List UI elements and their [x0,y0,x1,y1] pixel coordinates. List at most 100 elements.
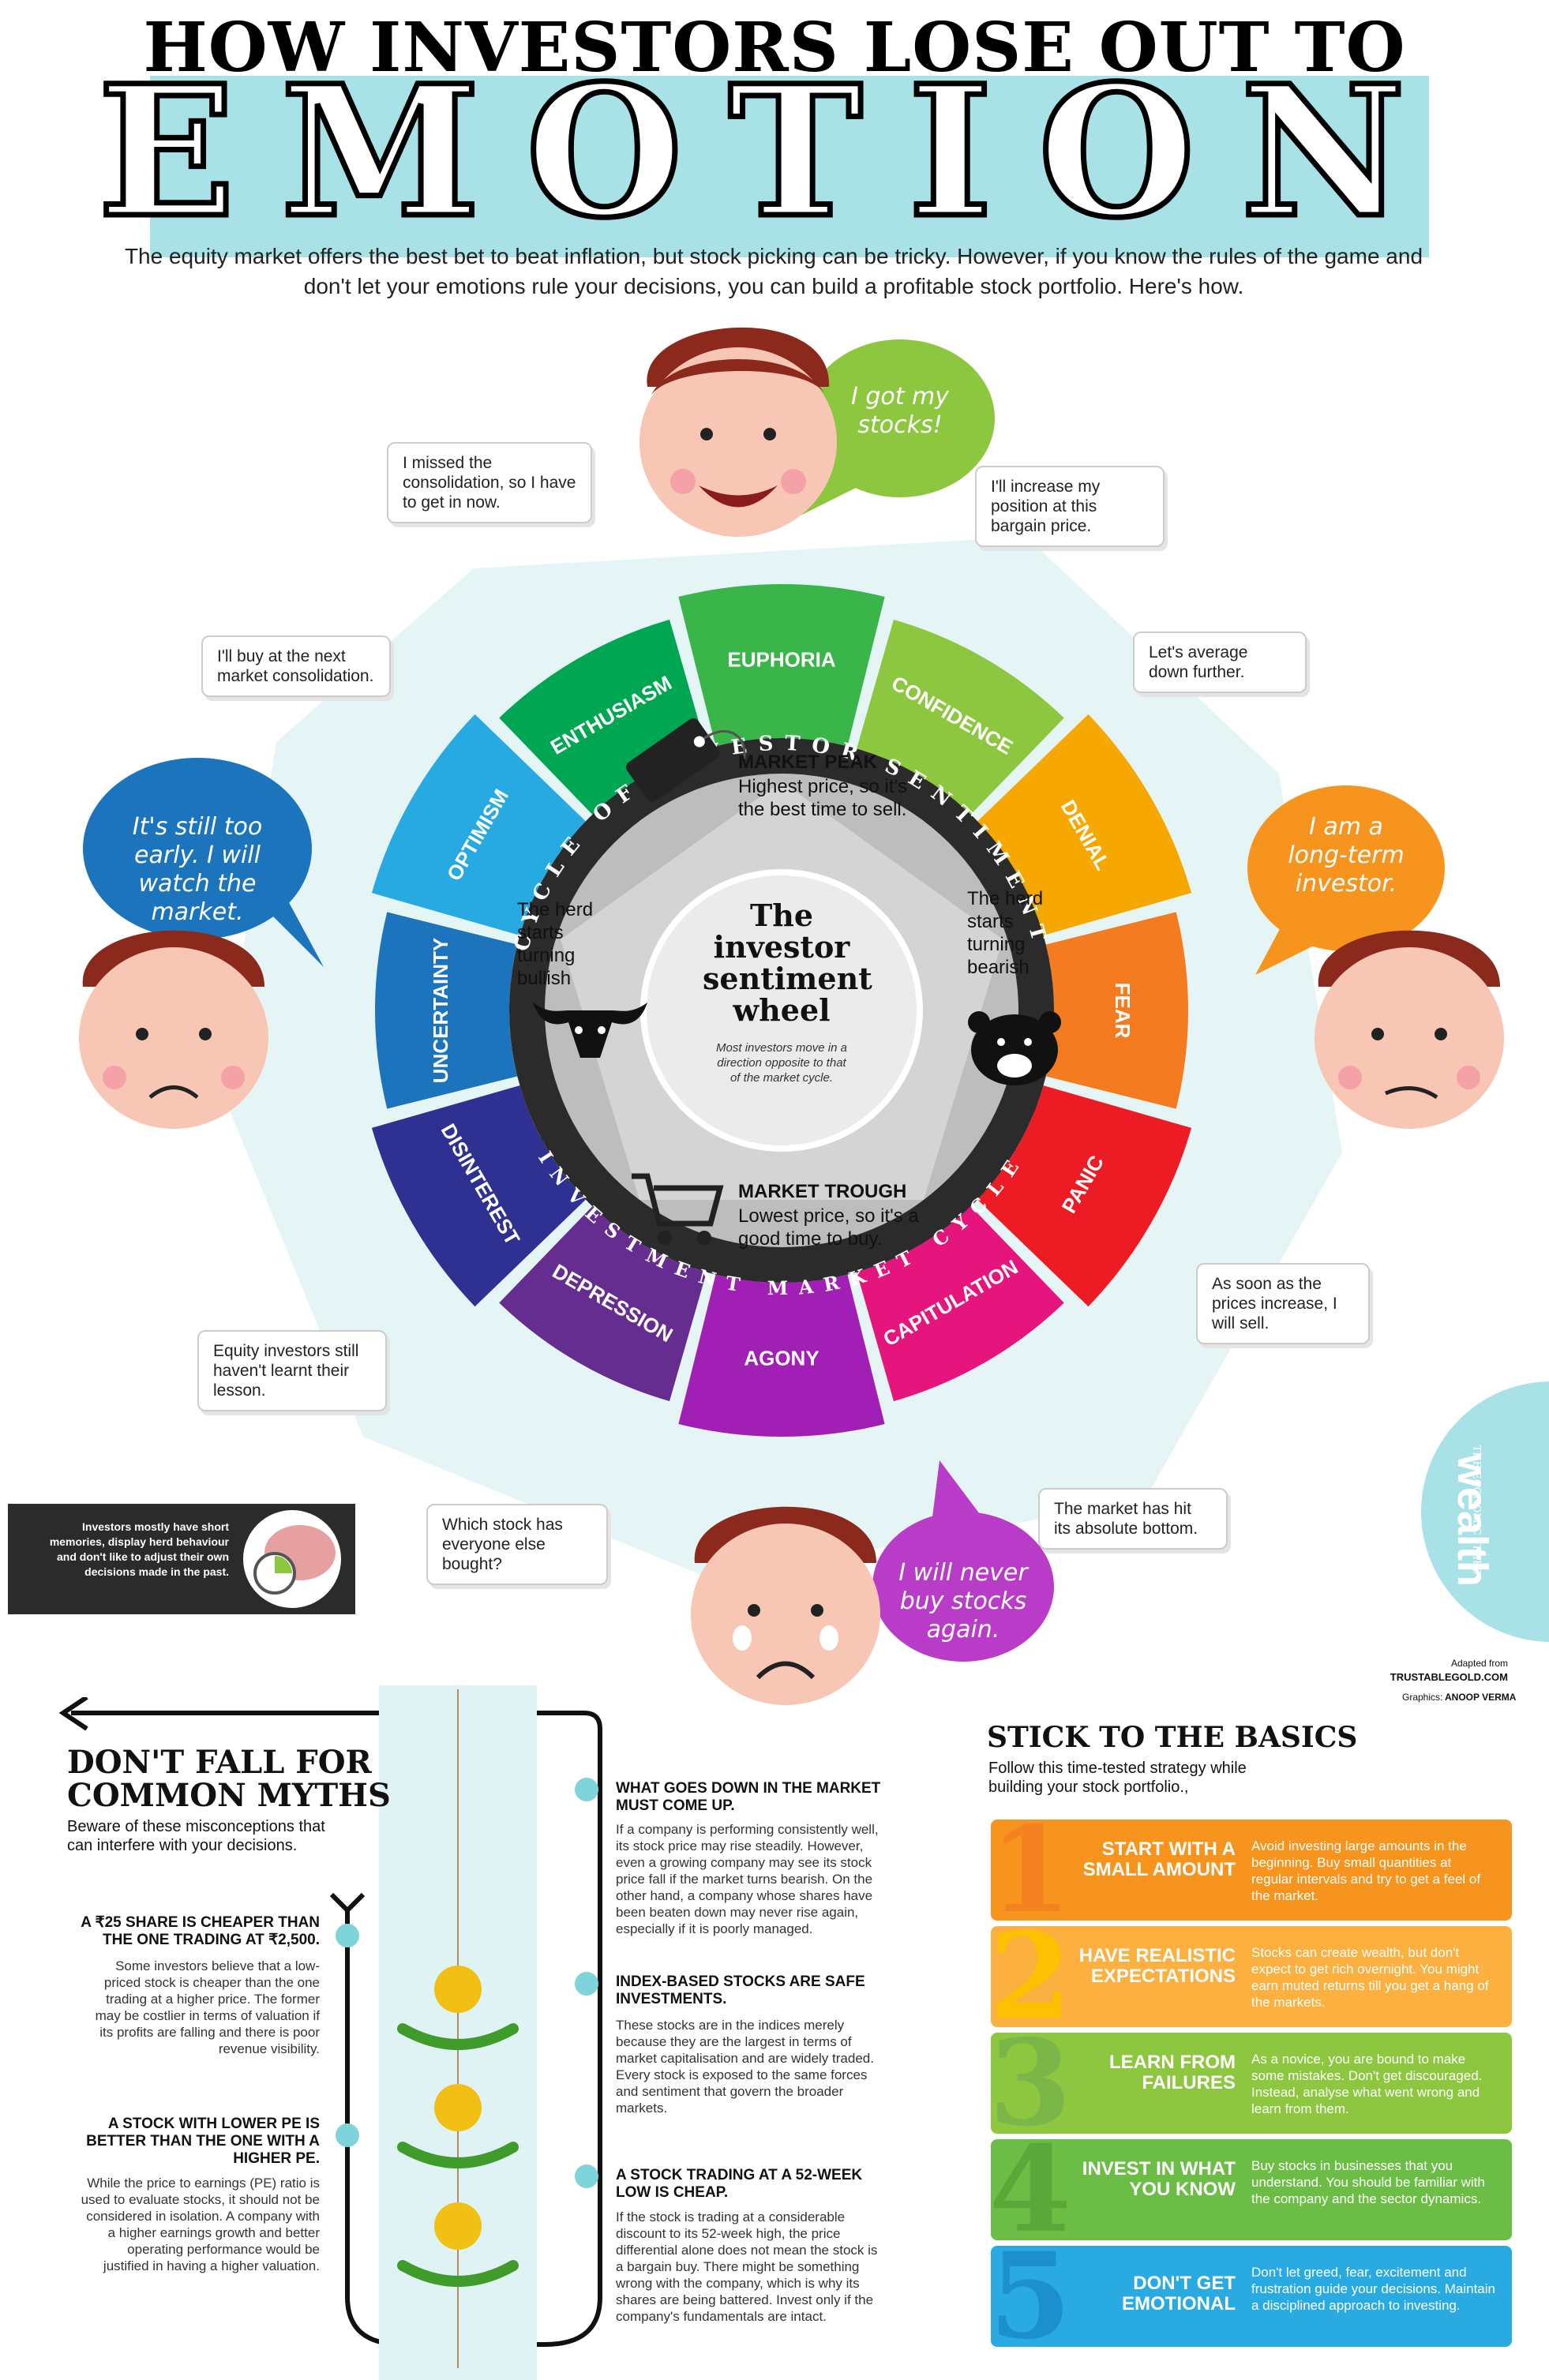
basic-body-4: Buy stocks in businesses that you unders… [1251,2158,1485,2206]
callout-average: Let's average down further. [1133,632,1307,693]
happy-face-icon [639,327,837,537]
speech-too-early: It's still too early. I will watch the m… [132,813,263,926]
basic-num-1: 1 [988,1801,1072,1940]
wheel-segment-fear [1045,912,1188,1109]
basics-sub: Follow this time-tested strategy while b… [988,1760,1247,1796]
basic-title-3: LEARN FROM FAILURES [1109,2052,1236,2093]
wheel-segment-euphoria [678,584,885,747]
callout-missed: I missed the consolidation, so I have to… [387,442,592,523]
memory-text: Investors mostly have short memories, di… [49,1520,229,1578]
wheel-segment-uncertainty [375,912,518,1109]
wheel-label-agony: AGONY [744,1346,819,1370]
speech-got-stocks: I got my stocks! [850,383,950,439]
myth-2-body: While the price to earnings (PE) ratio i… [81,2176,320,2273]
myth-5-body: If the stock is trading at a considerabl… [616,2209,878,2324]
speech-long-term: I am a long-term investor. [1288,813,1405,898]
wheel-segment-panic [977,1085,1192,1307]
title-band [150,76,1429,257]
myth-dot [575,1778,598,1801]
basic-num-2: 2 [988,1907,1072,2046]
basic-body-1: Avoid investing large amounts in the beg… [1251,1838,1481,1903]
myth-dot [336,1924,359,1947]
basic-body-5: Don't let greed, fear, excitement and fr… [1251,2265,1495,2313]
brain-clock-icon [243,1510,341,1608]
myth-5-title: A STOCK TRADING AT A 52-WEEK LOW IS CHEA… [616,2167,863,2201]
basic-title-1: START WITH A SMALL AMOUNT [1082,1838,1236,1880]
wheel-label-euphoria: EUPHORIA [727,647,835,671]
myth-1-body: Some investors believe that a low-priced… [95,1958,320,2056]
et-wealth-badge [1421,1381,1549,1642]
myth-dot [336,2123,359,2147]
basic-title-2: HAVE REALISTIC EXPECTATIONS [1078,1945,1236,1987]
callout-buy-next: I'll buy at the next market consolidatio… [201,635,391,697]
basics-heading: STICK TO THE BASICS [987,1721,1358,1754]
credits-adapted: Adapted from [1450,1658,1508,1669]
lemon-chilli-icon [397,1689,519,2368]
basic-num-5: 5 [988,2227,1072,2366]
worried-face-right-icon [1315,930,1504,1129]
callout-equity: Equity investors still haven't learnt th… [197,1330,387,1411]
basic-title-5: DON'T GET EMOTIONAL [1122,2273,1236,2314]
basic-row-5 [991,2246,1512,2347]
market-peak-text: Highest price, so it's the best time to … [738,776,907,820]
basic-row-2 [991,1926,1512,2027]
basic-num-4: 4 [988,2120,1072,2259]
wheel-segment-capitulation [857,1206,1064,1402]
wheel-segment-depression [499,1206,707,1402]
callout-prices-increase: As soon as the prices increase, I will s… [1196,1263,1370,1344]
credits-source: TRUSTABLEGOLD.COM [1390,1671,1508,1683]
myth-dot [575,2164,598,2188]
brand-logo: wealth [1449,1453,1496,1587]
myth-dot [575,1972,598,1996]
myths-sub: Beware of these misconceptions that can … [67,1818,325,1854]
wheel-label-uncertainty: UNCERTAINTY [429,938,452,1083]
speech-bubble-orange [1247,785,1445,975]
myth-2-title: A STOCK WITH LOWER PE IS BETTER THAN THE… [86,2116,320,2167]
credits-graphics-label: Graphics: [1402,1692,1443,1703]
wheel-segment-disinterest [371,1085,586,1307]
wheel-segments: EUPHORIACONFIDENCEDENIALFEARPANICCAPITUL… [371,584,1192,1437]
intro-text: The equity market offers the best bet to… [124,244,1423,298]
basic-title-4: INVEST IN WHAT YOU KNOW [1082,2158,1236,2200]
price-tag-icon [626,718,746,803]
basic-body-2: Stocks can create wealth, but don't expe… [1251,1945,1489,2010]
sentiment-wheel: EUPHORIACONFIDENCEDENIALFEARPANICCAPITUL… [371,584,1192,1437]
wheel-center-title: The investor sentiment wheel [703,898,872,1028]
bull-icon [533,1003,647,1058]
callout-which-stock: Which stock has everyone else bought? [426,1504,608,1585]
speech-never-buy: I will never buy stocks again. [898,1559,1028,1644]
wheel-segment-denial [977,714,1192,935]
market-trough-title: MARKET TROUGH [738,1181,907,1202]
page-title: HOW INVESTORS LOSE OUT TO [143,8,1406,88]
myth-4-title: INDEX-BASED STOCKS ARE SAFE INVESTMENTS. [616,1973,865,2007]
callout-increase: I'll increase my position at this bargai… [975,466,1165,547]
bear-icon [968,1011,1061,1085]
crying-face-icon [691,1506,880,1705]
wheel-segment-optimism [371,714,586,935]
sad-face-left-icon [79,930,268,1129]
basic-row-1 [991,1820,1512,1921]
myths-path [58,1697,602,2347]
bearish-text: The herd starts turning bearish [967,888,1044,978]
myths-heading: DON'T FALL FOR COMMON MYTHS [67,1744,391,1814]
page-title-emotion: EMOTION [95,46,1452,257]
basic-row-4 [991,2139,1512,2240]
wheel-center-sub: Most investors move in a direction oppos… [716,1041,847,1085]
market-trough-text: Lowest price, so it's a good time to buy… [738,1205,919,1250]
speech-bubble-blue [83,758,324,967]
market-peak-title: MARKET PEAK [738,751,878,773]
myth-1-title: A ₹25 SHARE IS CHEAPER THAN THE ONE TRAD… [81,1914,320,1948]
myth-4-body: These stocks are in the indices merely b… [616,2018,874,2116]
wheel-segment-agony [678,1274,885,1437]
basic-num-3: 3 [988,2014,1072,2153]
wheel-segment-confidence [857,619,1064,815]
myth-3-title: WHAT GOES DOWN IN THE MARKET MUST COME U… [616,1780,881,1814]
credits-graphics-name: ANOOP VERMA [1445,1692,1517,1703]
myth-3-body: If a company is performing consistently … [616,1822,879,1936]
wheel-label-fear: FEAR [1111,983,1135,1039]
shopping-cart-icon [632,1173,724,1245]
callout-absolute: The market has hit its absolute bottom. [1038,1488,1228,1550]
bullish-text: The herd starts turning bullish [517,899,594,989]
speech-bubble-purple [872,1460,1054,1662]
basic-body-3: As a novice, you are bound to make some … [1251,2052,1483,2116]
